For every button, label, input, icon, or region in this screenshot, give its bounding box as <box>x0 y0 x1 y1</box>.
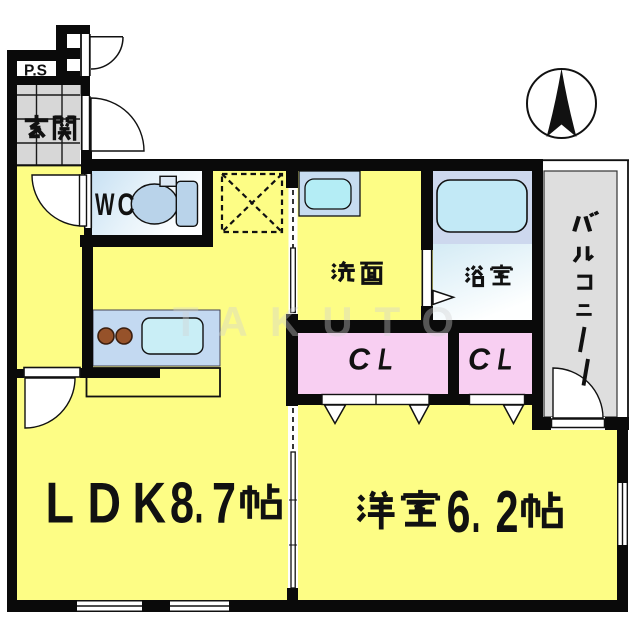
svg-text:C: C <box>468 342 491 377</box>
svg-text:P.S: P.S <box>24 63 47 80</box>
svg-text:L: L <box>378 342 393 377</box>
svg-text:6: 6 <box>447 479 471 545</box>
svg-text:W: W <box>95 186 115 222</box>
svg-text:C: C <box>348 342 371 377</box>
svg-text:.: . <box>472 479 481 545</box>
svg-text:2: 2 <box>496 479 519 545</box>
svg-text:L: L <box>46 472 75 536</box>
svg-text:K: K <box>133 472 167 536</box>
svg-text:L: L <box>498 342 513 377</box>
svg-text:7: 7 <box>212 472 236 536</box>
svg-text:C: C <box>118 186 135 222</box>
svg-text:D: D <box>88 472 122 536</box>
svg-text:.: . <box>195 472 204 536</box>
svg-text:TAKUTO: TAKUTO <box>173 298 476 345</box>
svg-text:8: 8 <box>170 472 194 536</box>
